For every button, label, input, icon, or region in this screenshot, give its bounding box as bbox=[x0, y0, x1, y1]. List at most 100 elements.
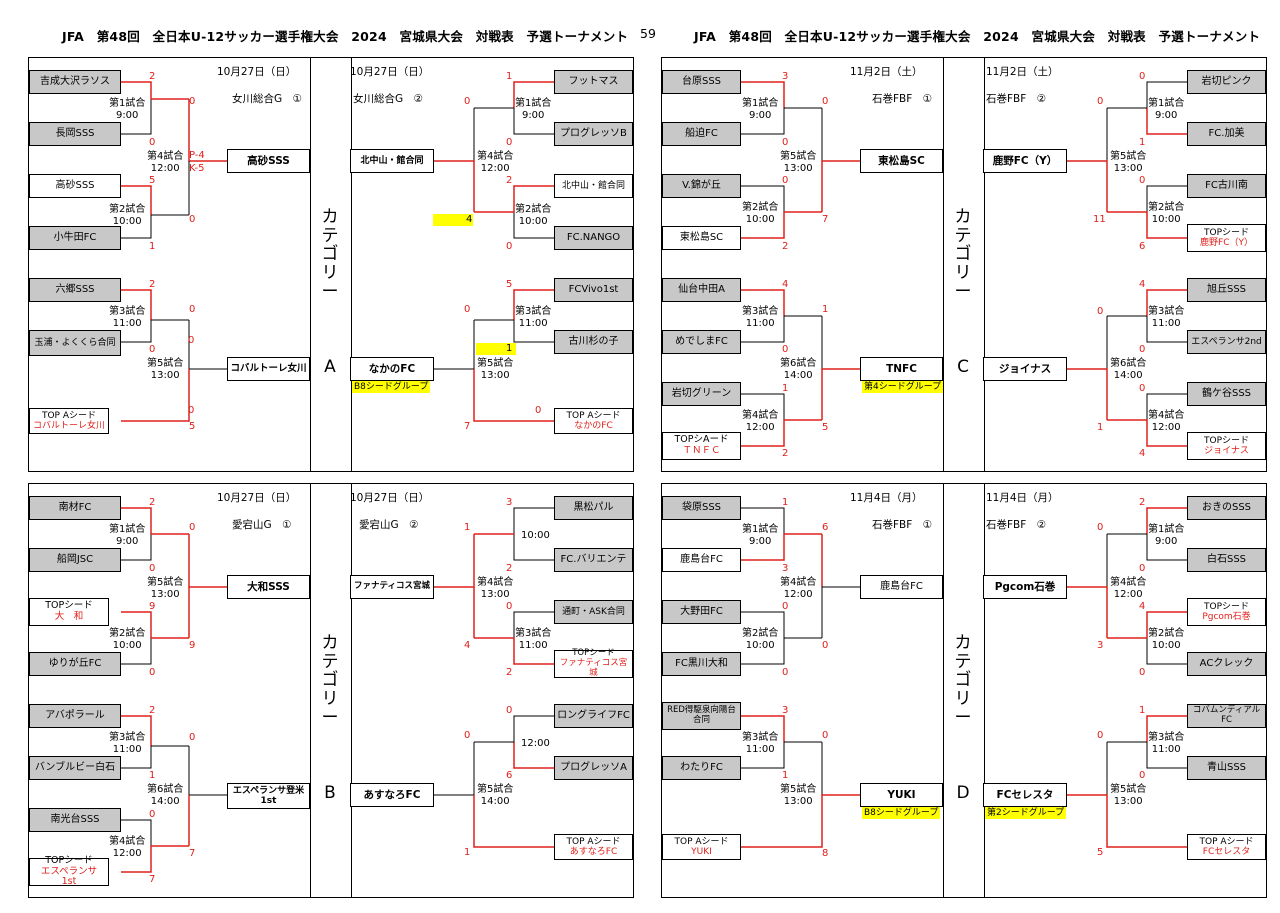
team-box[interactable]: 北中山・館合同 bbox=[554, 174, 633, 198]
score: 1 bbox=[464, 522, 471, 533]
team-box[interactable]: プログレッソA bbox=[554, 756, 633, 780]
seed-team-box[interactable]: TOPシード大 和 bbox=[29, 598, 109, 626]
team-box[interactable]: めでしまFC bbox=[662, 330, 741, 354]
team-box[interactable]: フットマス bbox=[554, 70, 633, 94]
winner-box[interactable]: TNFC bbox=[860, 357, 943, 381]
seed-team-name: FCセレスタ bbox=[1202, 847, 1251, 857]
score: 7 bbox=[464, 421, 471, 432]
team-box[interactable]: わたりFC bbox=[662, 756, 741, 780]
winner-box[interactable]: 鹿島台FC bbox=[860, 575, 943, 599]
team-box[interactable]: FCVivo1st bbox=[554, 278, 633, 302]
team-box[interactable]: 岩切ピンク bbox=[1187, 70, 1266, 94]
seed-label: TOPシード bbox=[572, 648, 615, 659]
match-info: 第4試合 12:00 bbox=[147, 151, 184, 174]
seed-team-box[interactable]: TOP AシードあすなろFC bbox=[554, 834, 633, 860]
seed-team-box[interactable]: TOP Aシードコバルトーレ女川 bbox=[29, 408, 109, 434]
team-box[interactable]: 白石SSS bbox=[1187, 548, 1266, 572]
team-box[interactable]: 玉浦・よくくら合同 bbox=[29, 330, 121, 356]
team-box[interactable]: 長岡SSS bbox=[29, 122, 121, 146]
winner-box[interactable]: あすなろFC bbox=[350, 783, 434, 807]
team-box[interactable]: 黒松パル bbox=[554, 496, 633, 520]
team-box[interactable]: エスペランサ2nd bbox=[1187, 330, 1266, 354]
team-box[interactable]: プログレッソB bbox=[554, 122, 633, 146]
team-box[interactable]: FC古川南 bbox=[1187, 174, 1266, 198]
team-box[interactable]: 六郷SSS bbox=[29, 278, 121, 302]
team-box[interactable]: 台原SSS bbox=[662, 70, 741, 94]
winner-box[interactable]: エスペランサ登米 1st bbox=[227, 783, 310, 809]
team-box[interactable]: 古川杉の子 bbox=[554, 330, 633, 354]
winner-box[interactable]: 鹿野FC（Y） bbox=[983, 149, 1067, 173]
team-box[interactable]: FC.NANGO bbox=[554, 226, 633, 250]
score: 0 bbox=[822, 730, 829, 741]
team-box[interactable]: 南光台SSS bbox=[29, 808, 121, 832]
team-box[interactable]: 小牛田FC bbox=[29, 226, 121, 250]
winner-box[interactable]: ジョイナス bbox=[983, 357, 1067, 381]
winner-box[interactable]: FCセレスタ bbox=[983, 783, 1067, 807]
team-box[interactable]: FC.加美 bbox=[1187, 122, 1266, 146]
seed-team-name: なかのFC bbox=[574, 421, 613, 431]
team-box[interactable]: V.錦が丘 bbox=[662, 174, 741, 198]
match-info: 第2試合 10:00 bbox=[515, 204, 552, 227]
team-box[interactable]: 船岡JSC bbox=[29, 548, 121, 572]
winner-box[interactable]: 北中山・館合同 bbox=[350, 149, 434, 173]
match-info: 第3試合 11:00 bbox=[1148, 306, 1185, 329]
team-box[interactable]: アバポラール bbox=[29, 704, 121, 728]
team-box[interactable]: 旭丘SSS bbox=[1187, 278, 1266, 302]
team-box[interactable]: 仙台中田A bbox=[662, 278, 741, 302]
winner-box[interactable]: YUKI bbox=[860, 783, 943, 807]
team-box[interactable]: 袋原SSS bbox=[662, 496, 741, 520]
winner-box[interactable]: 高砂SSS bbox=[227, 149, 310, 173]
team-box[interactable]: おきのSSS bbox=[1187, 496, 1266, 520]
bracket-category-c: カ テ ゴ リ ー C 11月2日（土） 石巻FBF ① 台原SSS 船迫FC … bbox=[661, 57, 1267, 472]
score: 6 bbox=[822, 522, 829, 533]
team-box[interactable]: 通町・ASK合同 bbox=[554, 600, 633, 624]
team-box[interactable]: ゆりが丘FC bbox=[29, 652, 121, 676]
score: 2 bbox=[506, 563, 513, 574]
team-box[interactable]: 鹿島台FC bbox=[662, 548, 741, 572]
score: 0 bbox=[782, 344, 789, 355]
score: 3 bbox=[1097, 640, 1104, 651]
team-box[interactable]: コバムンディアルFC bbox=[1187, 704, 1266, 728]
seed-team-box[interactable]: TOPシードジョイナス bbox=[1187, 432, 1266, 460]
seed-label: TOP Aシード bbox=[566, 836, 621, 847]
team-box[interactable]: 南材FC bbox=[29, 496, 121, 520]
score: 7 bbox=[189, 848, 196, 859]
team-box[interactable]: 高砂SSS bbox=[29, 174, 121, 198]
team-box[interactable]: 岩切グリーン bbox=[662, 382, 741, 406]
team-box[interactable]: FC.バリエンテ bbox=[554, 548, 633, 572]
winner-box[interactable]: なかのFC bbox=[350, 357, 434, 381]
team-box[interactable]: 船迫FC bbox=[662, 122, 741, 146]
winner-box[interactable]: Pgcom石巻 bbox=[983, 575, 1067, 599]
match-info: 第5試合 13:00 bbox=[1110, 151, 1147, 174]
team-box[interactable]: 吉成大沢ラソス bbox=[29, 70, 121, 94]
score: 4 bbox=[782, 279, 789, 290]
team-box[interactable]: 鶴ケ谷SSS bbox=[1187, 382, 1266, 406]
match-date: 10月27日（日） bbox=[350, 492, 430, 504]
seed-team-box[interactable]: TOPシードファナティコス宮城 bbox=[554, 648, 633, 678]
score: 5 bbox=[149, 175, 156, 186]
seed-team-box[interactable]: TOPシードエスペランサ 1st bbox=[29, 855, 109, 887]
header-left: JFA 第48回 全日本U-12サッカー選手権大会 2024 宮城県大会 対戦表… bbox=[62, 29, 629, 44]
score: 0 bbox=[506, 241, 513, 252]
team-box[interactable]: 東松島SC bbox=[662, 226, 741, 250]
seed-team-box[interactable]: TOPシード鹿野FC（Y） bbox=[1187, 224, 1266, 252]
seed-team-box[interactable]: TOP AシードなかのFC bbox=[554, 408, 633, 434]
team-box[interactable]: バンブルビー白石 bbox=[29, 756, 121, 780]
team-box[interactable]: RED得駆泉向陽台 合同 bbox=[662, 702, 741, 730]
winner-box[interactable]: 大和SSS bbox=[227, 575, 310, 599]
team-box[interactable]: 大野田FC bbox=[662, 600, 741, 624]
team-box[interactable]: FC黒川大和 bbox=[662, 652, 741, 676]
winner-box[interactable]: コバルトーレ女川 bbox=[227, 357, 310, 381]
winner-box[interactable]: ファナティコス宮城 bbox=[350, 575, 434, 599]
team-box[interactable]: ロングライフFC bbox=[554, 704, 633, 728]
score: 0 bbox=[782, 175, 789, 186]
seed-team-name: ＴＮＦＣ bbox=[682, 445, 721, 456]
team-box[interactable]: ACクレック bbox=[1187, 652, 1266, 676]
winner-box[interactable]: 東松島SC bbox=[860, 149, 943, 173]
score: 1 bbox=[506, 71, 513, 82]
team-box[interactable]: 青山SSS bbox=[1187, 756, 1266, 780]
